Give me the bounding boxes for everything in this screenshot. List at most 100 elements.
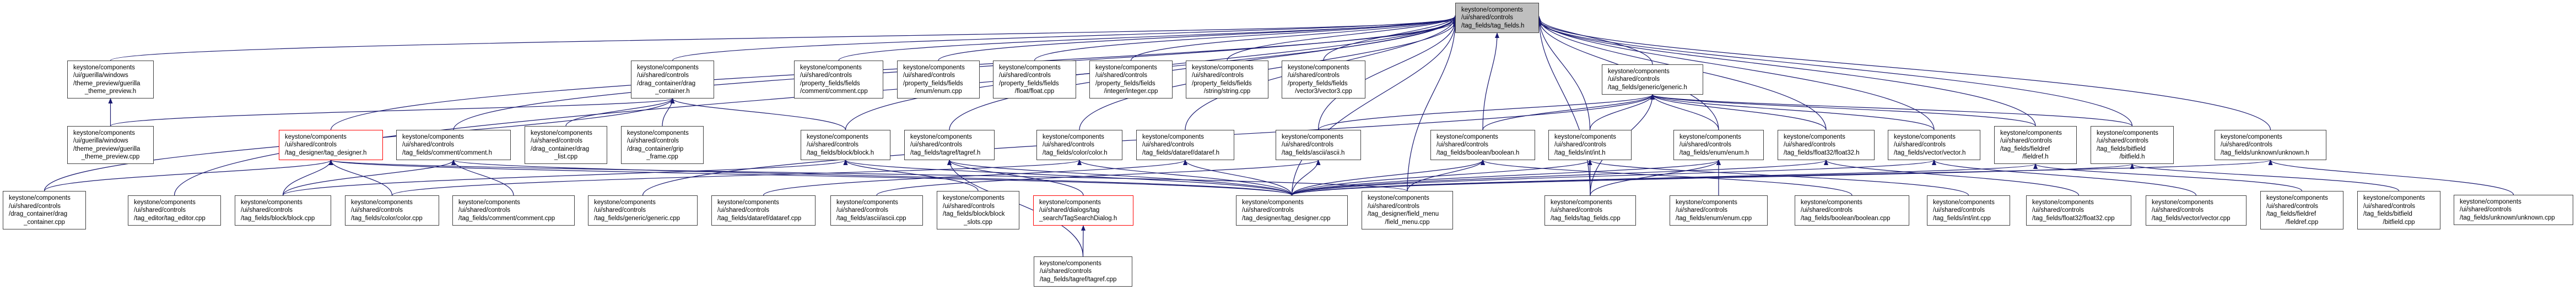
node-label-line: /tag_fields/vector/vector.h <box>1894 149 1966 156</box>
graph-node-dataref-cpp[interactable]: keystone/components/ui/shared/controls/t… <box>711 195 816 226</box>
graph-node-boolean-cpp[interactable]: keystone/components/ui/shared/controls/t… <box>1795 195 1909 226</box>
edge-boolean-h-to-root <box>1482 32 1499 130</box>
node-label-line: _frame.cpp <box>646 154 678 160</box>
graph-node-root[interactable]: keystone/components/ui/shared/controls/t… <box>1455 3 1539 33</box>
node-label-line: /drag_container/drag <box>637 80 696 87</box>
node-label-line: /ui/shared/controls <box>458 207 510 214</box>
graph-node-block-cpp[interactable]: keystone/components/ui/shared/controls/t… <box>235 195 331 226</box>
node-label-line: /bitfield.h <box>2119 154 2145 160</box>
graph-node-pf-vector3[interactable]: keystone/components/ui/shared/controls/p… <box>1282 61 1365 99</box>
node-label-line: keystone/components <box>594 199 656 206</box>
graph-node-enum-h[interactable]: keystone/components/ui/shared/controls/t… <box>1673 130 1764 160</box>
edge-drag-list-to-dc-h <box>565 98 675 127</box>
edge-pf-float-to-root <box>1034 15 1457 61</box>
graph-node-vector-cpp[interactable]: keystone/components/ui/shared/controls/t… <box>2146 195 2246 226</box>
graph-node-field-menu[interactable]: keystone/components/ui/shared/controls/t… <box>1362 191 1453 229</box>
node-label-line: keystone/components <box>2221 133 2282 140</box>
edge-ascii-h-to-generic-h <box>1317 94 1655 130</box>
edge-ascii-h-to-root <box>1317 20 1457 130</box>
graph-node-comment-cpp[interactable]: keystone/components/ui/shared/controls/t… <box>452 195 575 226</box>
graph-node-td-cpp[interactable]: keystone/components/ui/shared/controls/t… <box>1236 195 1348 226</box>
node-label-line: /tag_designer/field_menu <box>1368 211 1439 217</box>
graph-node-enum-cpp[interactable]: keystone/components/ui/shared/controls/t… <box>1670 195 1768 226</box>
node-label-line: _slots.cpp <box>964 218 992 226</box>
graph-node-block-slots[interactable]: keystone/components/ui/shared/controls/t… <box>937 191 1019 229</box>
graph-node-tsd-h[interactable]: keystone/components/ui/shared/dialogs/ta… <box>1033 195 1133 226</box>
edge-boolean-cpp-to-boolean-h <box>1481 160 1853 196</box>
graph-node-pf-integer[interactable]: keystone/components/ui/shared/controls/p… <box>1089 61 1173 99</box>
graph-node-color-cpp[interactable]: keystone/components/ui/shared/controls/t… <box>345 195 439 226</box>
graph-node-tag-editor[interactable]: keystone/components/ui/shared/controls/t… <box>128 195 221 226</box>
graph-node-unknown-h[interactable]: keystone/components/ui/shared/controls/t… <box>2215 130 2326 160</box>
graph-node-dc-cpp[interactable]: keystone/components/ui/shared/controls/d… <box>3 191 86 229</box>
graph-node-int-cpp[interactable]: keystone/components/ui/shared/controls/t… <box>1927 195 2010 226</box>
node-label-line: keystone/components <box>1436 133 1498 140</box>
edge-td-cpp-to-block-h <box>843 160 1293 196</box>
node-label-line: keystone/components <box>2097 129 2158 136</box>
graph-node-fieldref-cpp[interactable]: keystone/components/ui/shared/controls/t… <box>2260 191 2343 229</box>
graph-node-dc-h[interactable]: keystone/components/ui/shared/controls/d… <box>631 61 714 99</box>
node-label-line: /tag_fields/tagref/tagref.h <box>910 149 981 156</box>
edge-td-cpp-to-boolean-h <box>1291 160 1485 196</box>
node-label-line: /tag_fields/boolean/boolean.cpp <box>1801 215 1891 222</box>
edge-block-cpp-to-block-h <box>282 160 848 196</box>
graph-node-tf-cpp[interactable]: keystone/components/ui/shared/controls/t… <box>1544 195 1636 226</box>
graph-node-float32-cpp[interactable]: keystone/components/ui/shared/controls/t… <box>2026 195 2131 226</box>
node-label-line: /tag_fields/tagref/tagref.cpp <box>1040 276 1117 283</box>
graph-node-grip-frame[interactable]: keystone/components/ui/shared/controls/d… <box>621 126 704 164</box>
node-label-line: /tag_fields/unknown/unknown.cpp <box>2460 214 2555 221</box>
edge-int-h-to-generic-h <box>1589 94 1655 130</box>
graph-node-tagref-h[interactable]: keystone/components/ui/shared/controls/t… <box>904 130 995 160</box>
graph-node-bitfield-cpp[interactable]: keystone/components/ui/shared/controls/t… <box>2357 191 2440 229</box>
graph-node-fieldref-h[interactable]: keystone/components/ui/shared/controls/t… <box>1994 126 2077 164</box>
graph-node-pf-float[interactable]: keystone/components/ui/shared/controls/p… <box>993 61 1076 99</box>
graph-node-pf-comment[interactable]: keystone/components/ui/shared/controls/p… <box>794 61 883 99</box>
graph-node-dataref-h[interactable]: keystone/components/ui/shared/controls/t… <box>1136 130 1234 160</box>
graph-node-pf-enum[interactable]: keystone/components/ui/shared/controls/p… <box>897 61 980 99</box>
node-label-line: /property_fields/fields <box>999 80 1059 87</box>
graph-node-generic-h[interactable]: keystone/components/ui/shared/controls/t… <box>1602 64 1703 95</box>
edge-tsd-h-to-tagref-h <box>947 160 1084 196</box>
node-label-line: /ui/shared/controls <box>241 207 293 214</box>
graph-node-ascii-h[interactable]: keystone/components/ui/shared/controls/t… <box>1276 130 1361 160</box>
graph-node-unknown-cpp[interactable]: keystone/components/ui/shared/controls/t… <box>2454 195 2573 225</box>
edge-fieldref-cpp-to-fieldref-h <box>2033 163 2303 191</box>
node-label-line: /tag_designer/tag_designer.h <box>285 149 367 156</box>
node-label-line: _list.cpp <box>554 154 578 160</box>
node-label-line: /tag_fields/color/color.cpp <box>351 215 423 222</box>
node-label-line: /theme_preview/guerilla <box>73 145 141 152</box>
node-label-line: keystone/components <box>836 199 898 206</box>
node-label-line: /property_fields/fields <box>903 80 963 87</box>
graph-node-gtp-cpp[interactable]: keystone/components/ui/guerilla/windows/… <box>67 126 154 164</box>
edge-field-menu-to-td-h <box>329 160 1408 191</box>
graph-node-tagref-cpp[interactable]: keystone/components/ui/shared/controls/t… <box>1034 256 1132 287</box>
graph-node-generic-cpp[interactable]: keystone/components/ui/shared/controls/t… <box>588 195 698 226</box>
graph-node-vector-h[interactable]: keystone/components/ui/shared/controls/t… <box>1888 130 1980 160</box>
graph-node-pf-string[interactable]: keystone/components/ui/shared/controls/p… <box>1186 61 1268 99</box>
node-label-line: /tag_fields/unknown/unknown.h <box>2221 149 2309 156</box>
graph-node-ascii-cpp[interactable]: keystone/components/ui/shared/controls/t… <box>830 195 923 226</box>
node-label-line: /tag_fields/block/block.cpp <box>241 215 315 222</box>
graph-node-bitfield-h[interactable]: keystone/components/ui/shared/controls/t… <box>2091 126 2174 164</box>
graph-node-block-h[interactable]: keystone/components/ui/shared/controls/t… <box>801 130 890 160</box>
node-label-line: keystone/components <box>910 133 972 140</box>
edge-td-cpp-to-unknown-h <box>1291 160 2272 196</box>
node-label-line: keystone/components <box>2000 129 2062 136</box>
node-label-line: keystone/components <box>73 129 135 136</box>
node-label-line: /ui/guerilla/windows <box>73 72 128 79</box>
node-label-line: /comment/comment.cpp <box>800 88 868 95</box>
graph-node-boolean-h[interactable]: keystone/components/ui/shared/controls/t… <box>1430 130 1535 160</box>
node-label-line: keystone/components <box>943 195 1005 201</box>
node-label-line: /ui/shared/controls <box>943 203 995 210</box>
edge-td-cpp-to-dataref-h <box>1183 160 1293 196</box>
graph-node-td-h[interactable]: keystone/components/ui/shared/controls/t… <box>279 130 383 160</box>
graph-node-gtp-h[interactable]: keystone/components/ui/guerilla/windows/… <box>67 61 154 99</box>
graph-node-comment-h[interactable]: keystone/components/ui/shared/controls/t… <box>396 130 511 160</box>
graph-node-int-h[interactable]: keystone/components/ui/shared/controls/t… <box>1548 130 1632 160</box>
node-label-line: /tag_fields/fieldref <box>2266 211 2316 217</box>
graph-node-drag-list[interactable]: keystone/components/ui/shared/controls/d… <box>525 126 607 164</box>
graph-node-color-h[interactable]: keystone/components/ui/shared/controls/t… <box>1036 130 1122 160</box>
graph-node-float32-h[interactable]: keystone/components/ui/shared/controls/t… <box>1778 130 1875 160</box>
edge-dc-h-to-root <box>672 17 1457 61</box>
node-label-line: keystone/components <box>402 133 464 140</box>
